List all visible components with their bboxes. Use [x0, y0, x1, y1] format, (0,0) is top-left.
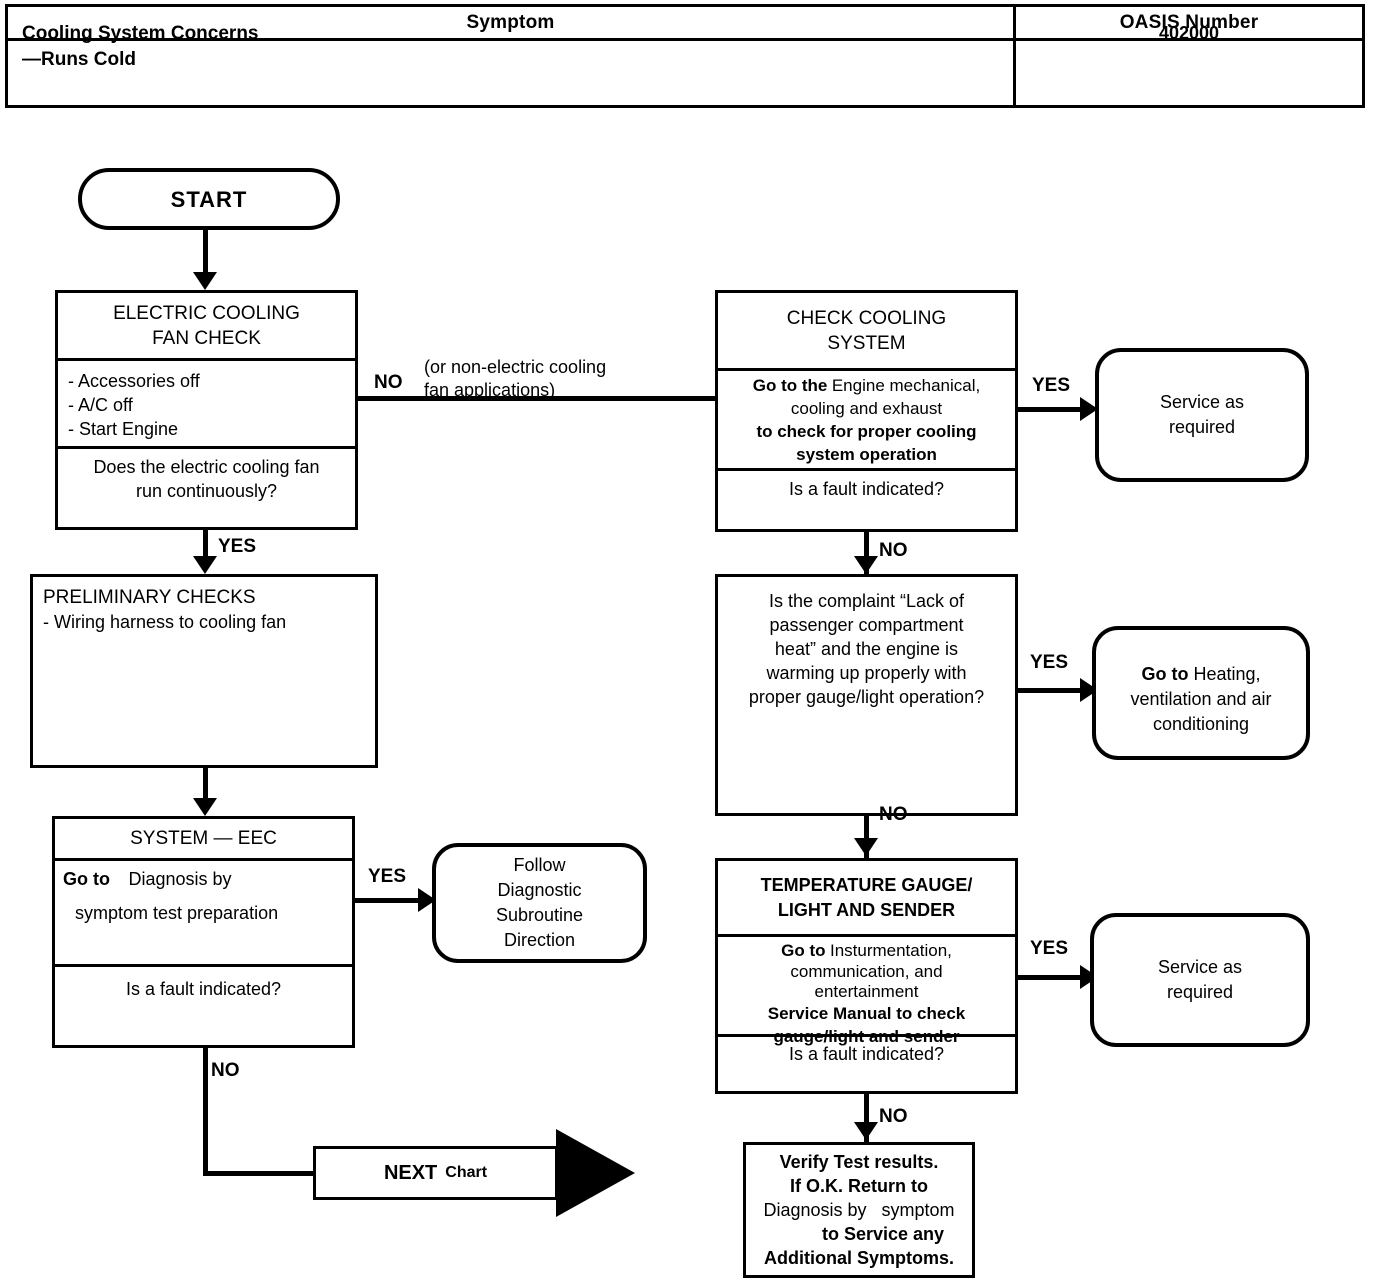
table-header-oasis: OASIS Number [1119, 11, 1259, 33]
table-column-divider [1013, 7, 1016, 105]
next-chart-label: NEXT [383, 1161, 438, 1184]
system-eec-goto: Go to Diagnosis by symptom test preparat… [55, 861, 352, 967]
connector-fan-check-yes [203, 530, 208, 568]
arrowhead-start-to-fan-check [193, 272, 217, 290]
arrowhead-fan-check-yes [193, 556, 217, 574]
next-chart-arrowhead [556, 1129, 635, 1217]
verify-line-2: If O.K. Return to [790, 1176, 928, 1196]
box-goto-heating-ventilation-ac: Go to Heating, ventilation and air condi… [1092, 626, 1310, 760]
label-yes-temp-gauge: YES [1030, 938, 1069, 959]
connector-prelim-to-eec [203, 768, 208, 810]
box-verify-test-results: Verify Test results. If O.K. Return to D… [743, 1142, 975, 1278]
table-cell-symptom: Cooling System Concerns —Runs Cold [22, 21, 982, 73]
verify-line-3-b: symptom [881, 1200, 955, 1220]
verify-line-4: to Service any [821, 1224, 945, 1244]
connector-check-cooling-yes [1016, 407, 1088, 412]
connector-start-to-fan-check [203, 230, 208, 274]
connector-fan-check-no [356, 396, 715, 401]
table-header-row [8, 7, 1362, 41]
connector-complaint-yes [1016, 688, 1088, 693]
connector-eec-yes [353, 898, 425, 903]
verify-line-3-a: Diagnosis by [763, 1200, 867, 1220]
label-yes-complaint: YES [1030, 652, 1069, 673]
check-cooling-goto: Go to the Engine mechanical, cooling and… [718, 371, 1015, 471]
label-no-check-cooling: NO [879, 540, 908, 561]
fan-check-title: ELECTRIC COOLING FAN CHECK [58, 293, 355, 361]
preliminary-checks-title: PRELIMINARY CHECKS [43, 587, 256, 608]
box-check-cooling-system: CHECK COOLING SYSTEM Go to the Engine me… [715, 290, 1018, 532]
next-chart-rect: NEXT Chart [313, 1146, 558, 1200]
arrowhead-check-cooling-no [854, 556, 878, 574]
connector-temp-gauge-yes [1016, 975, 1088, 980]
label-no-fan-check-note: (or non-electric cooling fan application… [424, 357, 607, 400]
follow-subroutine-text: Follow Diagnostic Subroutine Direction [495, 855, 584, 950]
check-cooling-goto-tail: to check for proper cooling system opera… [756, 422, 977, 464]
system-eec-question: Is a fault indicated? [125, 979, 282, 999]
connector-eec-no-horizontal [203, 1171, 318, 1176]
label-yes-check-cooling: YES [1032, 375, 1071, 396]
verify-line-1: Verify Test results. [779, 1152, 939, 1172]
box-system-eec: SYSTEM — EEC Go to Diagnosis by symptom … [52, 816, 355, 1048]
label-no-eec: NO [211, 1060, 240, 1081]
next-chart-sup: Chart [445, 1164, 488, 1181]
next-chart-banner[interactable]: NEXT Chart [313, 1129, 635, 1217]
check-cooling-goto-ref: Engine mechanical, cooling and exhaust [790, 376, 981, 418]
connector-temp-gauge-no [864, 1094, 869, 1142]
connector-eec-no-vertical [203, 1048, 208, 1176]
temp-gauge-goto-ref: Insturmentation, communication, and ente… [790, 941, 952, 1001]
table-header-symptom: Symptom [466, 11, 555, 33]
box-preliminary-checks: PRELIMINARY CHECKS - Wiring harness to c… [30, 574, 378, 768]
table-cell-oasis-number: 402000 [1158, 23, 1220, 43]
system-eec-title: SYSTEM — EEC [55, 819, 352, 861]
label-no-temp-gauge: NO [879, 1106, 908, 1127]
label-no-fan-check: NO [374, 372, 403, 393]
service-as-required-1-text: Service as required [1159, 392, 1245, 437]
box-temperature-gauge-light-sender: TEMPERATURE GAUGE/ LIGHT AND SENDER Go t… [715, 858, 1018, 1094]
symptom-table: Symptom OASIS Number Cooling System Conc… [5, 4, 1365, 108]
temp-gauge-goto: Go to Insturmentation, communication, an… [718, 937, 1015, 1046]
preliminary-checks-item: - Wiring harness to cooling fan [43, 612, 287, 632]
system-eec-goto-ref-1: Diagnosis by [128, 869, 232, 889]
check-cooling-question: Is a fault indicated? [788, 479, 945, 499]
system-eec-goto-prefix: Go to [63, 869, 110, 889]
label-yes-fan-check: YES [218, 536, 257, 557]
check-cooling-goto-prefix: Go to the [752, 376, 828, 395]
arrowhead-temp-gauge-no [854, 1122, 878, 1140]
temp-gauge-question: Is a fault indicated? [788, 1044, 945, 1064]
fan-check-steps: - Accessories off - A/C off - Start Engi… [58, 361, 355, 449]
box-service-as-required-2: Service as required [1090, 913, 1310, 1047]
symptom-line-1: Cooling System Concerns [22, 23, 259, 44]
box-electric-cooling-fan-check: ELECTRIC COOLING FAN CHECK - Accessories… [55, 290, 358, 530]
check-cooling-title: CHECK COOLING SYSTEM [718, 293, 1015, 371]
temp-gauge-goto-tail: Service Manual to check gauge/light and … [767, 1004, 966, 1046]
box-service-as-required-1: Service as required [1095, 348, 1309, 482]
goto-hvac-prefix: Go to [1141, 664, 1189, 684]
system-eec-goto-ref-2: symptom test preparation [75, 903, 279, 923]
label-yes-eec: YES [368, 866, 407, 887]
symptom-line-2: —Runs Cold [22, 49, 136, 70]
connector-complaint-no [864, 816, 869, 858]
connector-check-cooling-no [864, 532, 869, 574]
arrowhead-complaint-no [854, 838, 878, 856]
complaint-question-text: Is the complaint “Lack of passenger comp… [748, 591, 985, 707]
verify-line-5: Additional Symptoms. [763, 1248, 954, 1268]
arrowhead-prelim-to-eec [193, 798, 217, 816]
start-label: START [170, 186, 248, 212]
service-as-required-2-text: Service as required [1157, 957, 1243, 1002]
goto-hvac-ref: Heating, ventilation and air conditionin… [1130, 664, 1272, 734]
temp-gauge-goto-prefix: Go to [781, 941, 826, 960]
arrowhead-check-cooling-yes [1080, 397, 1098, 421]
box-follow-diagnostic-subroutine: Follow Diagnostic Subroutine Direction [432, 843, 647, 963]
temp-gauge-title: TEMPERATURE GAUGE/ LIGHT AND SENDER [718, 861, 1015, 937]
box-complaint-question: Is the complaint “Lack of passenger comp… [715, 574, 1018, 816]
fan-check-question: Does the electric cooling fan run contin… [93, 457, 320, 501]
arrowhead-eec-yes [418, 888, 436, 912]
start-terminator: START [78, 168, 340, 230]
label-no-complaint: NO [879, 804, 908, 825]
verify-line-3: Diagnosis by symptom [750, 1198, 968, 1222]
